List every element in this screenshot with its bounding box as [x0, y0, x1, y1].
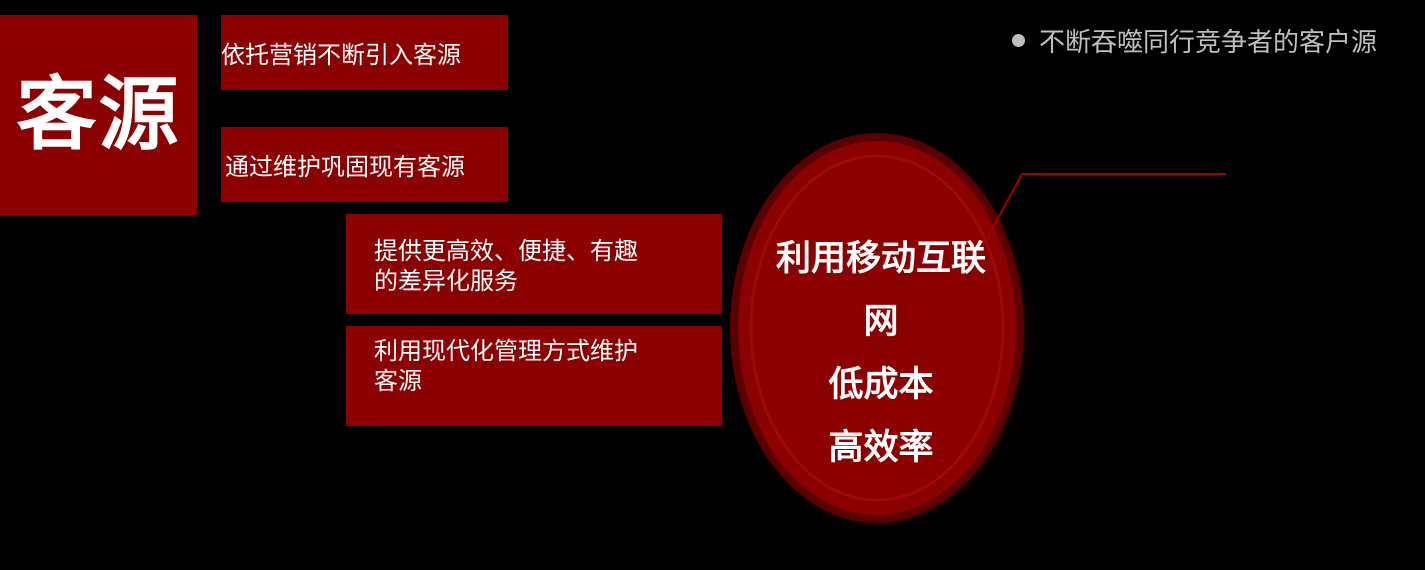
- strategy-text-marketing: 依托营销不断引入客源: [221, 41, 461, 69]
- oval-text-line1: 利用移动互联: [775, 239, 986, 279]
- strategy-text-management-line2: 客源: [374, 367, 422, 395]
- strategy-text-maintenance: 通过维护巩固现有客源: [225, 153, 465, 181]
- oval-text-line4: 高效率: [828, 428, 934, 468]
- bullet-item: 不断吞噬同行竞争者的客户源: [1012, 22, 1377, 59]
- bullet-text: 不断吞噬同行竞争者的客户源: [1039, 28, 1378, 58]
- title-box: 客源: [0, 15, 197, 215]
- strategy-text-service-line2: 的差异化服务: [374, 267, 518, 295]
- title-text: 客源: [16, 68, 181, 161]
- oval-text-line3: 低成本: [828, 365, 934, 405]
- strategy-box-marketing: 依托营销不断引入客源: [221, 15, 508, 90]
- strategy-box-service: 提供更高效、便捷、有趣 的差异化服务: [346, 214, 722, 314]
- strategy-box-maintenance: 通过维护巩固现有客源: [221, 127, 508, 202]
- connector-line: [984, 173, 1226, 243]
- oval-text: 利用移动互联 网 低成本 高效率: [750, 228, 1012, 480]
- oval-text-line2: 网: [863, 302, 899, 342]
- strategy-text-management-line1: 利用现代化管理方式维护: [374, 337, 638, 365]
- strategy-box-management: 利用现代化管理方式维护 客源: [346, 326, 722, 426]
- strategy-text-service-line1: 提供更高效、便捷、有趣: [374, 237, 638, 265]
- bullet-dot-icon: [1012, 34, 1025, 47]
